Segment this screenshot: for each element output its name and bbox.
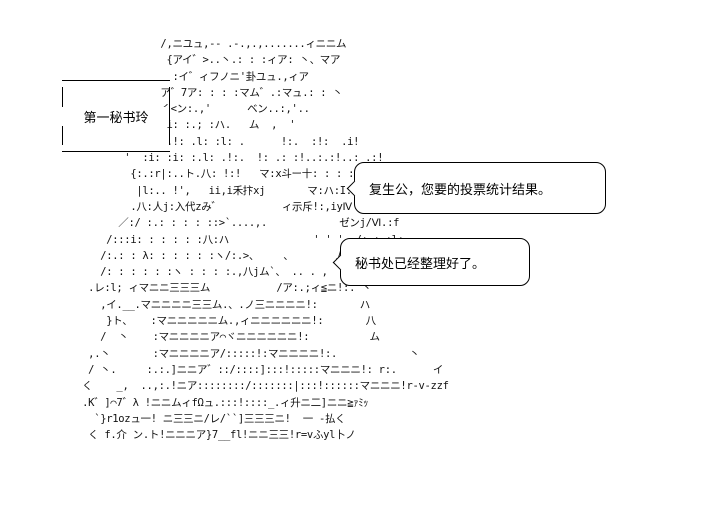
dialogue-line-2: 秘书处已经整理好了。: [355, 256, 486, 272]
speech-bubble-2: 秘书处已经整理好了。: [332, 238, 530, 286]
speech-bubble-1: 复生公，您要的投票统计结果。: [346, 162, 606, 214]
dialogue-line-1: 复生公，您要的投票统计结果。: [369, 182, 552, 198]
name-plate: 第一秘书玲: [62, 80, 170, 152]
name-label: 第一秘书玲: [62, 107, 170, 126]
